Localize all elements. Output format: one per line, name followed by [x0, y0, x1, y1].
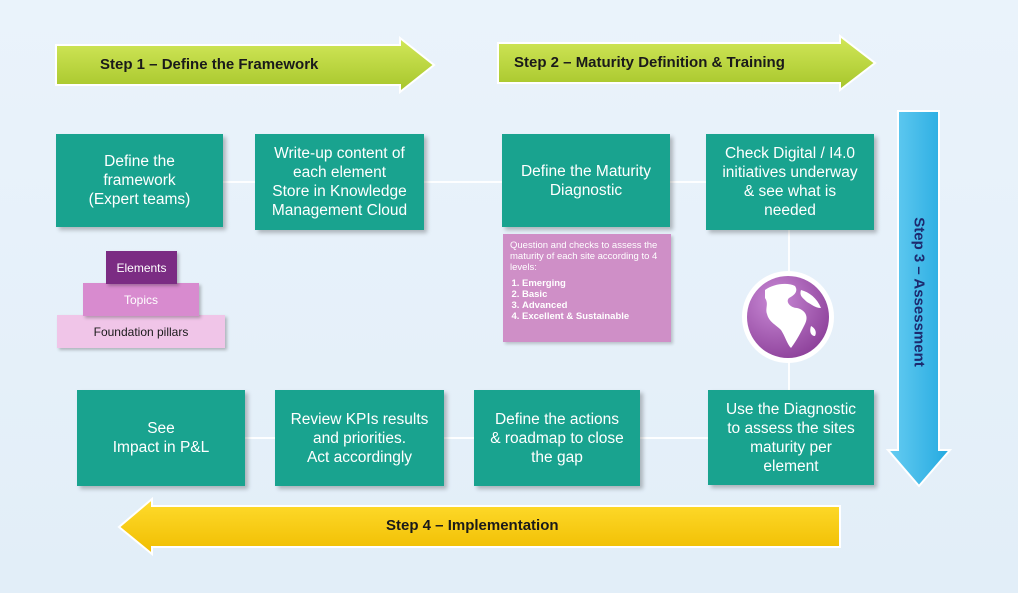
globe-icon — [742, 271, 834, 363]
step3-arrow — [885, 110, 953, 488]
maturity-level-item: Excellent & Sustainable — [522, 311, 664, 322]
connector — [223, 181, 255, 183]
define-actions-box: Define the actions & roadmap to close th… — [474, 390, 640, 486]
connector — [245, 437, 275, 439]
maturity-levels-list: Emerging Basic Advanced Excellent & Sust… — [510, 278, 664, 322]
maturity-level-item: Advanced — [522, 300, 664, 311]
step4-arrow — [117, 497, 841, 557]
step1-arrow — [55, 36, 436, 94]
pyramid-elements: Elements — [106, 251, 177, 284]
step1-label: Step 1 – Define the Framework — [100, 56, 319, 73]
check-digital-box: Check Digital / I4.0 initiatives underwa… — [706, 134, 874, 230]
maturity-levels-box: Question and checks to assess the maturi… — [503, 234, 671, 342]
review-kpis-box: Review KPIs results and priorities. Act … — [275, 390, 444, 486]
connector — [424, 181, 502, 183]
step4-label: Step 4 – Implementation — [386, 517, 559, 534]
maturity-level-item: Emerging — [522, 278, 664, 289]
define-maturity-box: Define the Maturity Diagnostic — [502, 134, 670, 227]
see-impact-box: See Impact in P&L — [77, 390, 245, 486]
step2-label: Step 2 – Maturity Definition & Training — [514, 54, 785, 71]
pyramid-foundation-pillars: Foundation pillars — [57, 315, 225, 348]
step2-arrow — [497, 34, 877, 92]
step3-label: Step 3 – Assessment — [910, 217, 928, 367]
pyramid-topics: Topics — [83, 283, 199, 316]
maturity-intro: Question and checks to assess the maturi… — [510, 240, 658, 273]
connector — [670, 181, 706, 183]
connector — [444, 437, 474, 439]
use-diagnostic-box: Use the Diagnostic to assess the sites m… — [708, 390, 874, 485]
define-framework-box: Define the framework (Expert teams) — [56, 134, 223, 227]
connector — [640, 437, 708, 439]
maturity-level-item: Basic — [522, 289, 664, 300]
write-up-box: Write-up content of each element Store i… — [255, 134, 424, 230]
